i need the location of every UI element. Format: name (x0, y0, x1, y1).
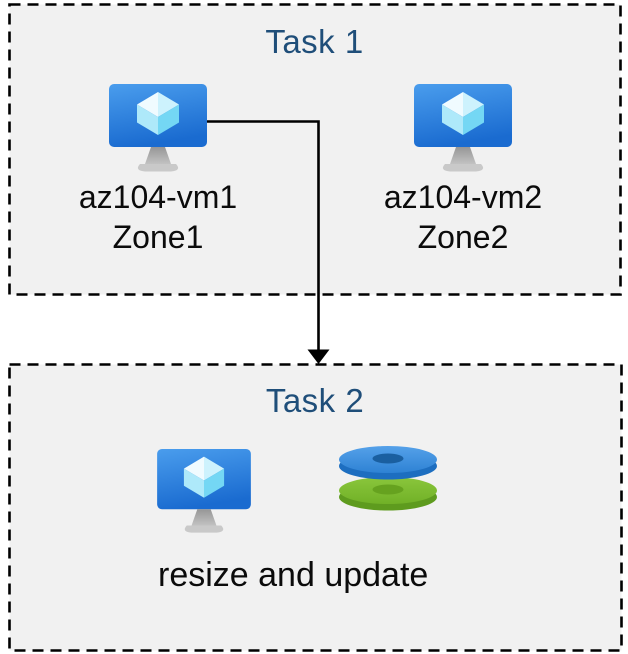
vm1-label: az104-vm1 Zone1 (58, 177, 258, 257)
virtual-machine-icon (414, 84, 512, 172)
vm2-zone: Zone2 (417, 219, 509, 255)
task2-box (8, 363, 623, 652)
virtual-machine-icon (109, 84, 207, 172)
task1-box (8, 3, 622, 296)
managed-disks-icon (339, 446, 437, 511)
vm2-label: az104-vm2 Zone2 (363, 177, 563, 257)
task1-title: Task 1 (265, 23, 364, 60)
vm1-zone: Zone1 (112, 219, 204, 255)
task2-caption: resize and update (158, 556, 429, 594)
task2-title: Task 2 (265, 382, 365, 419)
vm1-name: az104-vm1 (78, 179, 238, 215)
vm2-name: az104-vm2 (383, 179, 543, 215)
arrow-down-icon (307, 349, 330, 364)
flow-connector-line (206, 120, 320, 350)
virtual-machine-icon (157, 448, 251, 533)
